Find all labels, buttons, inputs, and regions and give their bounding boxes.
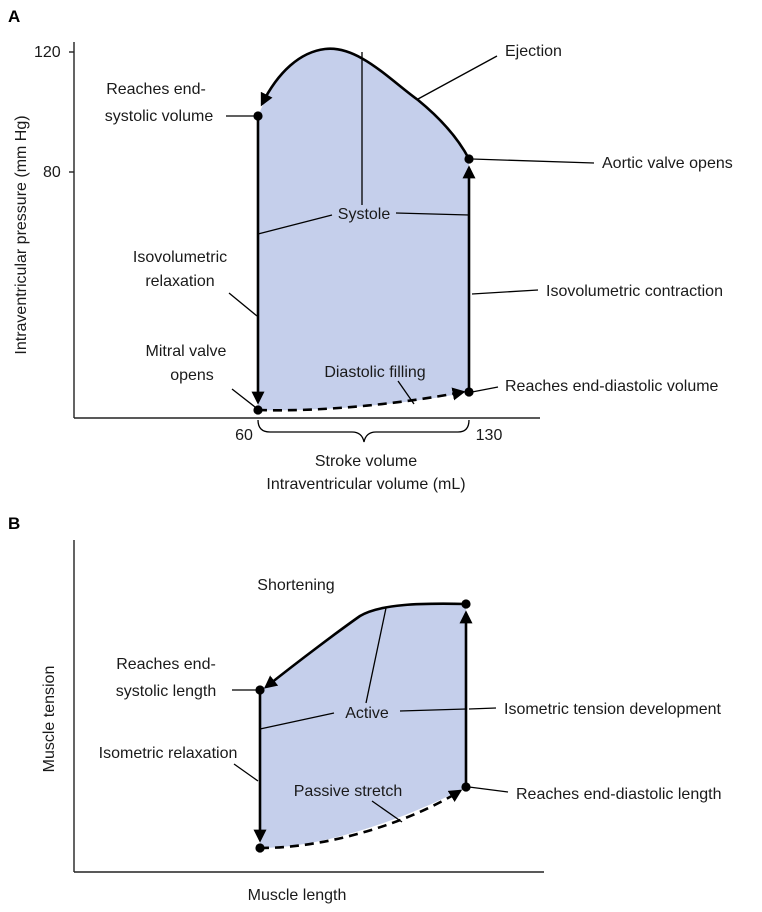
panel-b: B Muscle tension Muscle length Shortenin… — [8, 514, 722, 904]
panel-a-letter: A — [8, 7, 20, 26]
panel-a-stroke-volume-brace — [257, 419, 470, 443]
panel-b-loop-fill — [260, 603, 466, 848]
panel-a-y-tick-label-80: 80 — [43, 164, 61, 181]
panel-a-relaxation-label-line2: relaxation — [145, 273, 214, 290]
panel-b-tension-label: Isometric tension development — [504, 701, 722, 718]
panel-b-y-axis-label: Muscle tension — [41, 666, 58, 773]
panel-a-relaxation-label-line1: Isovolumetric — [133, 249, 227, 266]
panel-b-end-systolic-label-line1: Reaches end- — [116, 656, 216, 673]
panel-b-relaxation-leader — [233, 763, 259, 782]
panel-b-end-diastolic-leader — [468, 786, 509, 793]
panel-a-y-tick-label-120: 120 — [34, 44, 61, 61]
panel-b-start-dot — [255, 843, 265, 853]
panel-a-mitral-leader — [231, 388, 256, 408]
panel-a-x-tick-label-130: 130 — [476, 427, 503, 444]
panel-a-filling-leader — [397, 380, 415, 405]
panel-b-relaxation-label: Isometric relaxation — [99, 745, 238, 762]
panel-a: A 120 80 Intraventricular pressure (mm H… — [8, 7, 733, 493]
panel-a-ejection-leader — [417, 55, 498, 100]
panel-b-peak-dot — [461, 599, 471, 609]
panel-b-active-label: Active — [345, 705, 389, 722]
panel-b-x-axis-label: Muscle length — [248, 887, 347, 904]
panel-a-aortic-dot — [464, 154, 474, 164]
panel-a-ejection-curve — [260, 47, 471, 160]
panel-a-relaxation-leader — [228, 292, 258, 317]
panel-a-brace-label: Stroke volume — [315, 453, 417, 470]
panel-b-stretch-curve — [259, 789, 463, 850]
panel-a-filling-curve — [257, 387, 466, 412]
panel-a-mitral-label-line1: Mitral valve — [146, 343, 227, 360]
panel-b-end-systolic-dot — [255, 685, 265, 695]
panel-a-filling-label: Diastolic filling — [324, 364, 425, 381]
panel-b-active-leader-up — [365, 607, 387, 704]
panel-a-y-axis-label: Intraventricular pressure (mm Hg) — [13, 115, 30, 354]
panel-b-shortening-curve — [263, 602, 467, 689]
panel-a-systole-leader-right — [395, 212, 470, 216]
panel-a-loop-fill — [258, 48, 469, 411]
panel-b-end-diastolic-label: Reaches end-diastolic length — [516, 786, 721, 803]
panel-a-end-systolic-label-line2: systolic volume — [105, 108, 214, 125]
panel-a-contraction-leader — [471, 289, 539, 295]
panel-b-stretch-label: Passive stretch — [294, 783, 402, 800]
panel-a-end-diastolic-leader — [471, 386, 499, 393]
panel-a-contraction-label: Isovolumetric contraction — [546, 283, 723, 300]
panel-a-end-systolic-label-line1: Reaches end- — [106, 81, 206, 98]
panel-b-active-leader-right — [399, 708, 467, 712]
panel-a-x-tick-label-60: 60 — [235, 427, 253, 444]
panel-b-active-leader-left — [259, 712, 335, 730]
panel-b-tension-leader — [468, 707, 497, 710]
panel-b-end-systolic-label-line2: systolic length — [116, 683, 217, 700]
panel-a-aortic-label: Aortic valve opens — [602, 155, 733, 172]
panel-b-end-diastolic-dot — [461, 782, 471, 792]
panel-b-shortening-label: Shortening — [257, 577, 334, 594]
panel-a-systole-leader-left — [257, 214, 333, 235]
panel-a-end-systolic-dot — [253, 111, 263, 121]
panel-b-stretch-leader — [371, 800, 403, 823]
panel-a-mitral-label-line2: opens — [170, 367, 214, 384]
panel-a-aortic-leader — [471, 158, 595, 164]
panel-a-end-diastolic-label: Reaches end-diastolic volume — [505, 378, 719, 395]
panel-a-mitral-dot — [253, 405, 263, 415]
panel-a-ejection-label: Ejection — [505, 43, 562, 60]
panel-a-systole-label: Systole — [338, 206, 391, 223]
panel-a-x-axis-label: Intraventricular volume (mL) — [266, 476, 465, 493]
panel-a-end-diastolic-dot — [464, 387, 474, 397]
panel-b-letter: B — [8, 514, 20, 533]
